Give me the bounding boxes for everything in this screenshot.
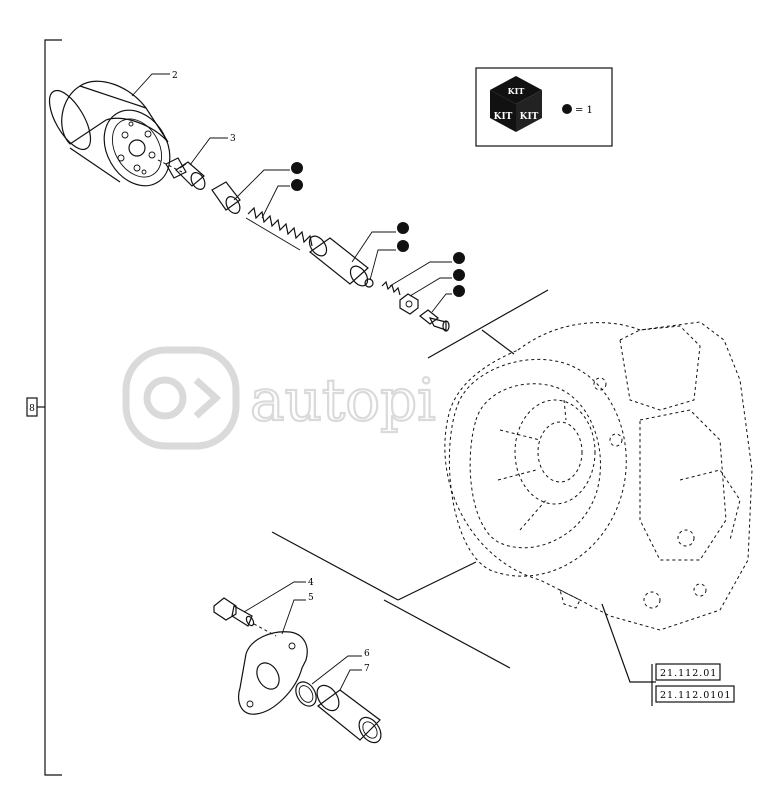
part-oil-filter	[48, 80, 171, 187]
part-cover-plate	[237, 631, 308, 715]
kit-dot-icon	[397, 240, 409, 252]
part-bolt	[213, 597, 255, 627]
part-piston	[308, 235, 369, 287]
reference-group: 21.112.01 21.112.0101	[601, 603, 735, 706]
part-bushing	[211, 181, 241, 214]
svg-text:KIT: KIT	[494, 112, 513, 122]
part-o-ring	[295, 681, 317, 707]
svg-text:KIT: KIT	[520, 112, 539, 122]
callout-6: 6	[364, 649, 370, 659]
kit-dot-icon	[397, 222, 409, 234]
bracket-label: 8	[29, 404, 35, 414]
watermark: autopi	[122, 346, 437, 450]
kit-dot-icon	[453, 285, 465, 297]
part-spring	[245, 206, 313, 251]
kit-dot-icon	[291, 179, 303, 191]
part-adapter-fitting	[165, 157, 206, 190]
reference-box-2[interactable]	[655, 685, 735, 703]
svg-text:KIT: KIT	[508, 86, 525, 96]
part-small-spring	[381, 280, 401, 296]
part-nut	[399, 293, 419, 315]
callout-3: 3	[230, 134, 236, 144]
kit-dot-icon	[562, 104, 572, 114]
kit-dot-icon	[453, 252, 465, 264]
assembly-bracket: 8	[26, 39, 62, 776]
kit-dot-icon	[453, 269, 465, 281]
callout-2: 2	[172, 71, 178, 81]
watermark-text: autopi	[250, 366, 436, 434]
reference-box-1[interactable]	[655, 663, 721, 681]
part-sleeve	[316, 684, 382, 744]
callout-7: 7	[364, 664, 370, 674]
part-ball	[364, 278, 374, 288]
kit-cube-icon: KIT KIT KIT	[490, 76, 542, 132]
kit-dot-icon	[291, 162, 303, 174]
callout-5: 5	[308, 593, 314, 603]
reference-text-2: 21.112.0101	[660, 690, 731, 701]
part-screw	[419, 309, 450, 332]
transmission-housing	[444, 321, 753, 631]
callout-4: 4	[308, 578, 314, 588]
kit-equals-text: = 1	[575, 105, 593, 116]
kit-legend: KIT KIT KIT = 1	[475, 67, 613, 147]
reference-text-1: 21.112.01	[660, 668, 717, 679]
